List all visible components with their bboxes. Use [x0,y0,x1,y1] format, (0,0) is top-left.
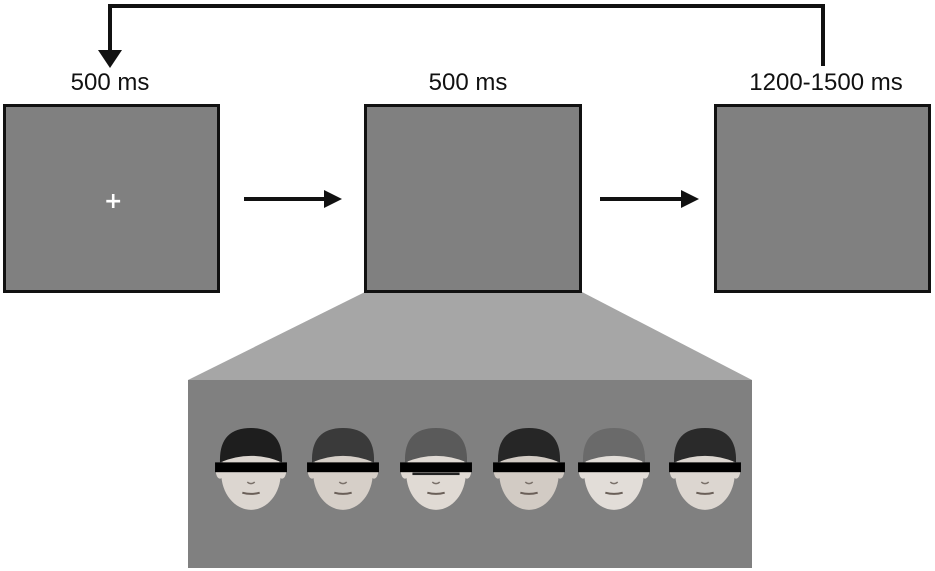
face-hair [404,428,468,463]
arrow-face-to-blank-head [681,190,699,208]
fixation-duration-label: 500 ms [70,69,150,96]
face-hair [219,428,283,463]
example-face-6 [669,428,741,510]
loop-back-arrowhead [98,50,122,68]
eye-mask-bar [578,462,650,473]
face-stimulus-screen [364,104,582,293]
example-face-2 [307,428,379,510]
zoom-projection [188,292,752,380]
eye-mask-bar [215,462,287,473]
example-face-1 [215,428,287,510]
face-hair [582,428,646,463]
eye-mask-bar [493,462,565,473]
example-face-5 [578,428,650,510]
fixation-screen: + [3,104,220,293]
face-hair [673,428,737,463]
arrow-fixation-to-face-head [324,190,342,208]
face-hair [497,428,561,463]
eye-mask-bar [669,462,741,473]
face-duration-label: 500 ms [428,69,508,96]
example-face-4 [493,428,565,510]
loop-back-arrow [108,4,825,66]
face-hair [311,428,375,463]
eye-mask-bar [400,462,472,473]
example-face-3 [400,428,472,510]
blank-duration-label: 1200-1500 ms [749,69,903,96]
blank-screen [714,104,931,293]
fixation-cross: + [104,189,123,214]
eye-mask-bar [307,462,379,473]
